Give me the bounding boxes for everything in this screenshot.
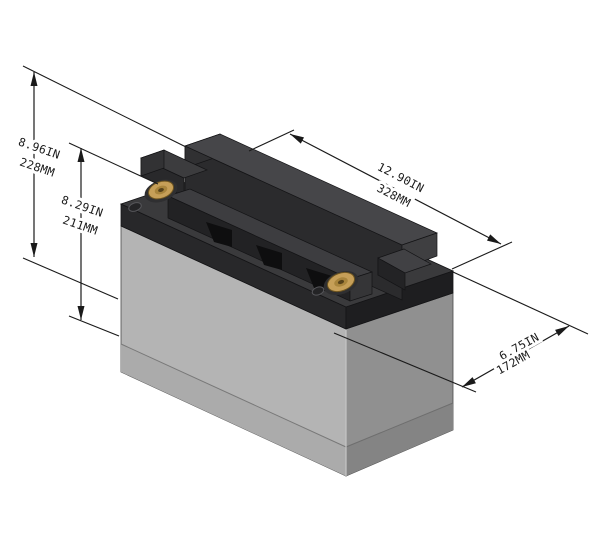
dim-line-width [461,325,570,388]
battery-terminal-right [323,270,359,296]
ext-line-width-top [452,271,589,335]
arrow-container-top [77,148,85,162]
ext-line-container-bottom [68,315,120,337]
base-seam-side [345,402,454,448]
body-base-front [121,344,346,476]
battery-terminal-left [144,179,178,203]
ridge-notch-1 [206,222,232,247]
ext-line-width-bottom [333,332,477,393]
vent-cap-left [128,202,142,212]
arrow-container-bottom [77,306,85,320]
battery-body [120,225,454,477]
end-block-front-face [377,257,406,291]
body-base-side [346,403,453,476]
terminal-brass-right-center [337,279,345,285]
arrow-overall-top [30,72,38,86]
arrow-width-top [555,326,569,336]
shoulder-left-end [140,149,165,177]
vent-cap-right [311,286,325,296]
ext-line-container-top [68,142,159,185]
dim-line-length [289,133,502,245]
terminal-ridge [140,133,438,302]
ext-line-overall-top [22,65,187,148]
arrow-overall-bottom [30,243,38,257]
arrow-length-right [487,234,501,244]
ext-line-overall-bottom [22,257,119,300]
base-seam-front [120,343,347,448]
arrow-width-bottom [462,377,476,387]
ext-line-length-left [248,129,295,152]
ridge-notch-2 [256,245,282,270]
ext-line-length-right [451,241,513,270]
terminal-brass-left-center [158,188,164,192]
arrow-length-left [290,134,304,144]
